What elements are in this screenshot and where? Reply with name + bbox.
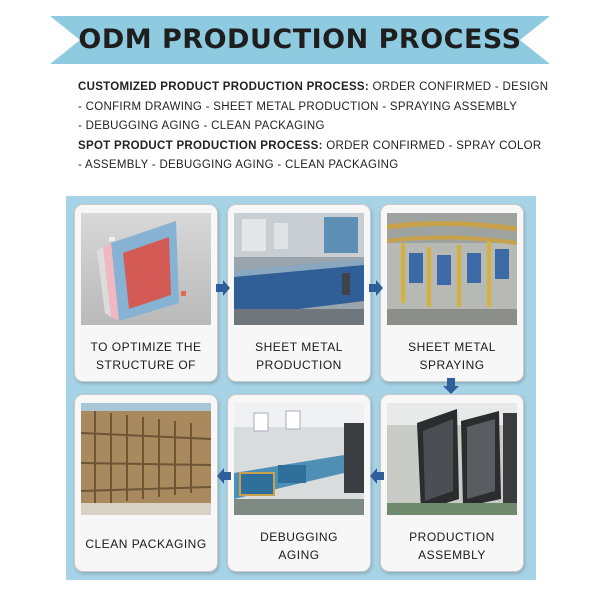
step-card-sheet-metal-spraying: SHEET METAL SPRAYING [380, 204, 524, 382]
customized-text-1: ORDER CONFIRMED - DESIGN [369, 81, 549, 93]
step-caption-clean-packaging: CLEAN PACKAGING [85, 537, 207, 551]
assembly-photo [387, 403, 517, 515]
step-caption-production-assembly: PRODUCTION ASSEMBLY [409, 530, 495, 562]
step-card-sheet-metal-production: SHEET METAL PRODUCTION [227, 204, 371, 382]
product-render-image [81, 213, 211, 325]
packaging-crates-photo [81, 403, 211, 515]
step-caption-sheet-metal-production: SHEET METAL PRODUCTION [255, 340, 343, 372]
laser-cutting-photo [234, 213, 364, 325]
step-card-clean-packaging: CLEAN PACKAGING [74, 394, 218, 572]
customized-line-2: - CONFIRM DRAWING - SHEET METAL PRODUCTI… [78, 100, 518, 113]
page-title: ODM PRODUCTION PROCESS [78, 24, 522, 55]
process-panel: TO OPTIMIZE THE STRUCTURE OF SHEET METAL… [66, 196, 536, 580]
arrow-left-icon [217, 468, 231, 484]
spot-label: SPOT PRODUCT PRODUCTION PROCESS: [78, 139, 323, 152]
ribbon-shape [50, 16, 550, 64]
process-description: CUSTOMIZED PRODUCT PRODUCTION PROCESS: O… [78, 78, 548, 176]
step-caption-sheet-metal-spraying: SHEET METAL SPRAYING [408, 340, 496, 372]
arrow-down-icon [443, 378, 459, 394]
step-caption-debugging-aging: DEBUGGING AGING [260, 530, 338, 562]
spraying-line-photo [387, 213, 517, 325]
customized-line-1: CUSTOMIZED PRODUCT PRODUCTION PROCESS: O… [78, 78, 548, 98]
step-caption-design: TO OPTIMIZE THE STRUCTURE OF [90, 340, 202, 372]
step-card-debugging-aging: DEBUGGING AGING [227, 394, 371, 572]
spot-line-1: SPOT PRODUCT PRODUCTION PROCESS: ORDER C… [78, 137, 541, 157]
arrow-right-icon [216, 280, 230, 296]
arrow-left-icon [370, 468, 384, 484]
spot-text-1: ORDER CONFIRMED - SPRAY COLOR [322, 139, 542, 152]
step-card-design: TO OPTIMIZE THE STRUCTURE OF [74, 204, 218, 382]
title-banner: ODM PRODUCTION PROCESS [50, 16, 550, 64]
arrow-right-icon [369, 280, 383, 296]
aging-room-photo [234, 403, 364, 515]
step-card-production-assembly: PRODUCTION ASSEMBLY [380, 394, 524, 572]
customized-line-3: - DEBUGGING AGING - CLEAN PACKAGING [78, 120, 325, 133]
spot-line-2: - ASSEMBLY - DEBUGGING AGING - CLEAN PAC… [78, 159, 399, 172]
customized-label: CUSTOMIZED PRODUCT PRODUCTION PROCESS: [78, 81, 370, 93]
